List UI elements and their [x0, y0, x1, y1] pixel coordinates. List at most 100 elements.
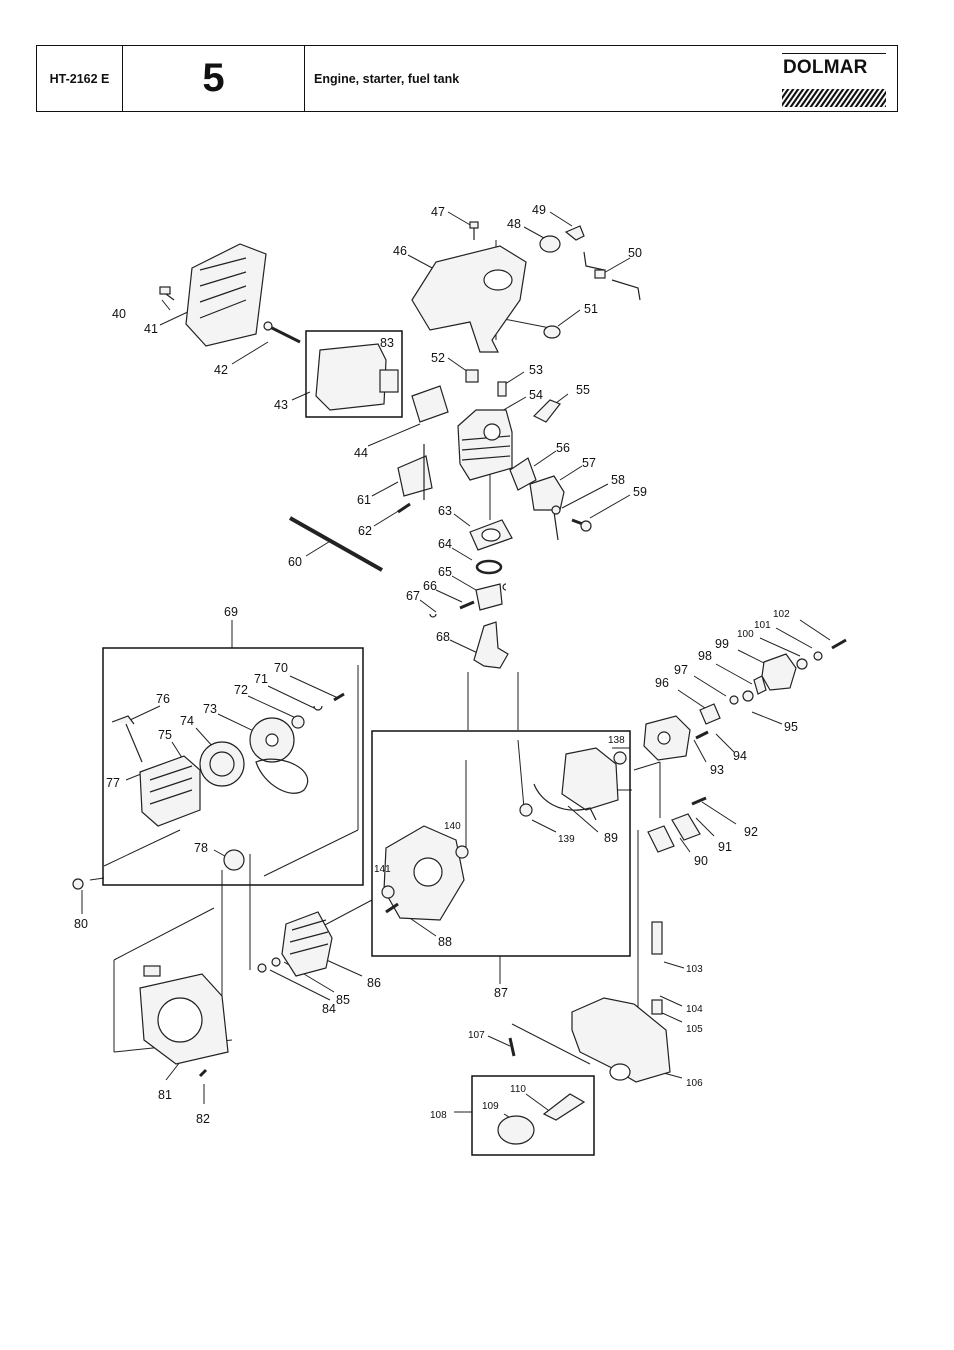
starter-spring-part — [199, 741, 245, 787]
clutch-part — [761, 653, 797, 691]
callout-55: 55 — [576, 383, 590, 397]
callout-97: 97 — [674, 663, 688, 677]
muffler-filter-part — [379, 369, 399, 393]
cylinder-part — [457, 409, 513, 481]
section-title: Engine, starter, fuel tank — [314, 71, 460, 86]
callout-80: 80 — [74, 917, 88, 931]
logo-text: DOLMAR — [783, 57, 868, 78]
piston-ring-part — [475, 559, 503, 575]
callout-41: 41 — [144, 322, 158, 336]
model-number: HT-2162 E — [37, 46, 123, 111]
callout-91: 91 — [718, 840, 732, 854]
carburetor-part — [529, 475, 565, 511]
stud-part — [497, 381, 507, 397]
fan-cover-part — [185, 243, 267, 347]
callout-90: 90 — [694, 854, 708, 868]
callout-64: 64 — [438, 537, 452, 551]
fuel-cap-part — [497, 1115, 535, 1145]
piston-part — [475, 583, 503, 611]
callout-74: 74 — [180, 714, 194, 728]
callout-43: 43 — [274, 398, 288, 412]
leader-lines — [81, 211, 831, 1121]
callout-94: 94 — [733, 749, 747, 763]
brand-logo: DOLMAR — [779, 46, 897, 111]
callout-71: 71 — [254, 672, 268, 686]
callout-106: 106 — [686, 1078, 703, 1089]
callout-56: 56 — [556, 441, 570, 455]
pawl-plate-part — [223, 849, 245, 871]
spark-plug-part — [532, 399, 561, 423]
callout-83: 83 — [380, 336, 394, 350]
logo-rule — [782, 53, 886, 54]
callout-96: 96 — [655, 676, 669, 690]
wire-part — [583, 251, 641, 301]
callout-82: 82 — [196, 1112, 210, 1126]
muffler-group-frame — [305, 330, 403, 418]
callout-105: 105 — [686, 1024, 703, 1035]
filter-part — [647, 825, 675, 853]
callout-140: 140 — [444, 821, 461, 832]
callout-62: 62 — [358, 524, 372, 538]
crankcase-group-frame — [371, 730, 631, 957]
callout-40: 40 — [112, 307, 126, 321]
washer-part — [291, 715, 305, 729]
callout-75: 75 — [158, 728, 172, 742]
top-cover-part — [411, 245, 527, 353]
callout-109: 109 — [482, 1101, 499, 1112]
callout-48: 48 — [507, 217, 521, 231]
crankcase-half-2-part — [561, 747, 619, 811]
fuel-tank-part — [571, 997, 671, 1083]
callout-107: 107 — [468, 1030, 485, 1041]
callout-63: 63 — [438, 504, 452, 518]
callout-69: 69 — [224, 605, 238, 619]
callout-95: 95 — [784, 720, 798, 734]
starter-rope-part — [255, 758, 309, 794]
starter-case-part — [139, 755, 201, 827]
filter-cover-part — [671, 813, 701, 841]
callout-93: 93 — [710, 763, 724, 777]
callout-51: 51 — [584, 302, 598, 316]
callout-139: 139 — [558, 834, 575, 845]
throttle-rod-part — [289, 516, 383, 572]
callout-59: 59 — [633, 485, 647, 499]
flywheel-part — [281, 911, 333, 977]
callout-110: 110 — [510, 1084, 526, 1095]
insulator-part — [509, 457, 537, 491]
callout-138: 138 — [608, 735, 625, 746]
crankcase-gasket-part — [533, 783, 597, 821]
crankshaft-part — [473, 621, 509, 669]
grommet-part — [543, 325, 561, 339]
callout-49: 49 — [532, 203, 546, 217]
muffler-part — [315, 343, 387, 411]
page-header: HT-2162 E 5 Engine, starter, fuel tank D… — [36, 45, 898, 112]
callout-100: 100 — [737, 629, 754, 640]
callout-58: 58 — [611, 473, 625, 487]
fuel-pickup-part — [651, 999, 663, 1015]
starter-handle-part — [111, 715, 135, 725]
callout-68: 68 — [436, 630, 450, 644]
plug-cap-part — [465, 369, 479, 383]
callout-85: 85 — [336, 993, 350, 1007]
callout-61: 61 — [357, 493, 371, 507]
group-frames — [102, 330, 631, 1156]
callout-89: 89 — [604, 831, 618, 845]
callout-42: 42 — [214, 363, 228, 377]
callout-99: 99 — [715, 637, 729, 651]
starter-group-frame — [102, 647, 364, 886]
callout-104: 104 — [686, 1004, 703, 1015]
logo-stripes-icon — [782, 89, 886, 107]
callout-92: 92 — [744, 825, 758, 839]
callout-87: 87 — [494, 986, 508, 1000]
bracket-part — [397, 455, 433, 497]
callout-141: 141 — [374, 864, 391, 875]
callout-103: 103 — [686, 964, 703, 975]
part-sketches — [72, 221, 847, 1145]
cap-strap-part — [542, 1093, 586, 1121]
callout-44: 44 — [354, 446, 368, 460]
callout-67: 67 — [406, 589, 420, 603]
callout-98: 98 — [698, 649, 712, 663]
fuel-filter-part — [651, 921, 663, 955]
callout-47: 47 — [431, 205, 445, 219]
